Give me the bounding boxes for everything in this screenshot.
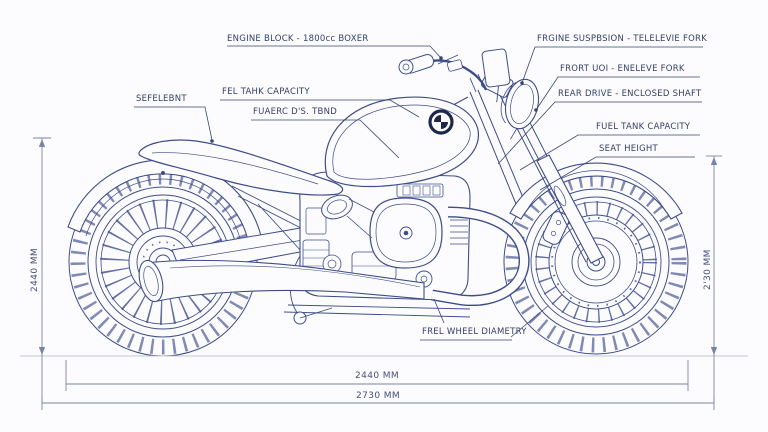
label-seat-height: SEAT HEIGHT: [599, 144, 659, 154]
exhaust-muffler: [138, 259, 425, 303]
leader-lines: [134, 45, 703, 341]
mirror: [481, 48, 511, 103]
cylinder-head-cover: [369, 197, 443, 269]
label-front-wheel: FREL WHEEL DIAMETRY: [422, 327, 527, 337]
fuel-tank: [324, 96, 480, 188]
front-wheel: [503, 169, 689, 355]
label-front-suspension: FRGINE SUSPBSION - TELELEVIE FORK: [537, 34, 708, 44]
handlebar: [398, 54, 488, 93]
label-tank-detail: FUAERC D'S. TBND: [253, 107, 338, 117]
dimension-length-inner: 2440 MM: [354, 371, 400, 381]
label-fuel-tank-left: FEL TAHK CAPACITY: [222, 87, 310, 97]
bmw-roundel-icon: [428, 109, 454, 135]
label-fuel-tank-right: FUEL TANK CAPACITY: [596, 122, 691, 132]
front-brake-caliper: [542, 211, 570, 245]
label-front-fork: FRORT UOI - ENELEVE FORK: [560, 64, 685, 74]
front-brake-disc: [548, 214, 644, 310]
headlight: [500, 78, 540, 140]
dimension-height-left: 2440 MM: [30, 247, 40, 292]
label-engine-block: ENGINE BLOCK - 1800cc BOXER: [227, 34, 369, 44]
dimension-height-right: 2'30 MM: [703, 249, 713, 290]
seat: [138, 139, 344, 196]
label-seat: SEFELEBNT: [136, 94, 187, 104]
dimension-lines: [33, 137, 722, 410]
intake-horn: [321, 194, 375, 239]
dimension-length-outer: 2730 MM: [355, 391, 401, 401]
exhaust-header-pipe: [431, 206, 530, 307]
label-rear-drive: REAR DRIVE - ENCLOSED SHAFT: [558, 89, 702, 99]
